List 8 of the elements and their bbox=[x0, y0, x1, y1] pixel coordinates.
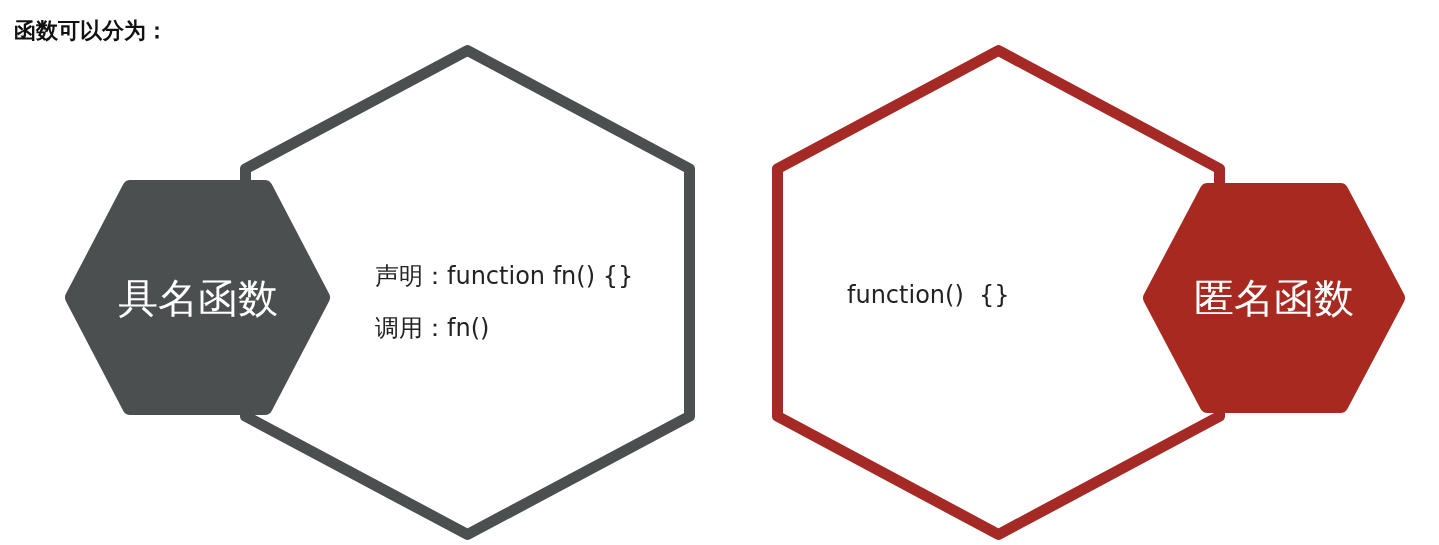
hexagon bbox=[1143, 183, 1405, 413]
heading: 函数可以分为： bbox=[14, 17, 168, 45]
hexagon-label: 匿名函数 bbox=[1194, 273, 1354, 323]
code-line: function() {} bbox=[847, 281, 1010, 309]
code-line: 调用：fn() bbox=[375, 313, 490, 344]
hexagon-label: 具名函数 bbox=[117, 273, 278, 322]
hexagon bbox=[65, 180, 330, 415]
code-line: 声明：function fn() {} bbox=[375, 261, 634, 292]
